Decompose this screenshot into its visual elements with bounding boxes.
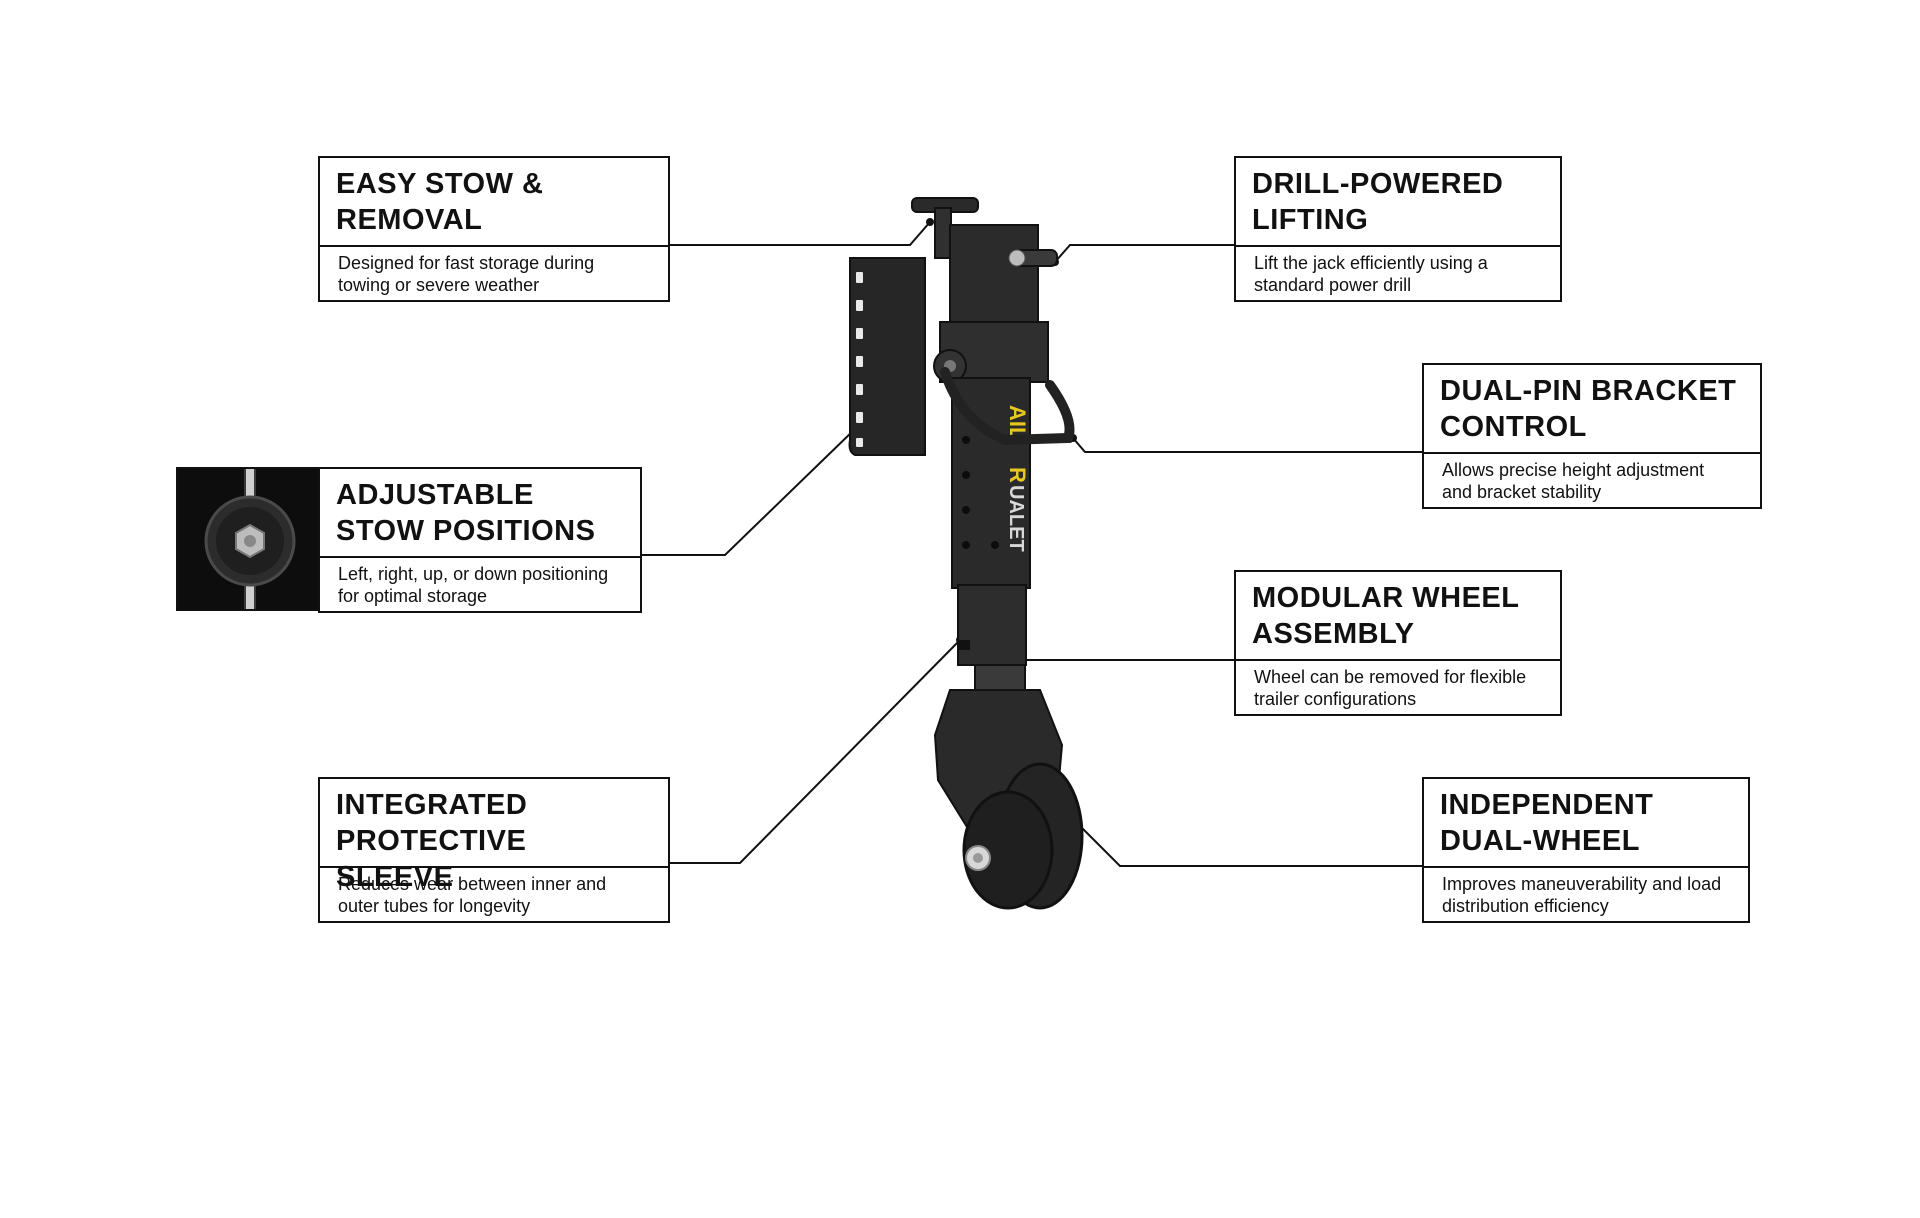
inner-tube bbox=[957, 584, 1027, 666]
callout-title: INTEGRATED PROTECTIVE SLEEVE bbox=[336, 789, 528, 893]
callout-dual-pin: DUAL-PIN BRACKET CONTROL Allows precise … bbox=[1422, 363, 1762, 509]
callout-description: Improves maneuverability and load distri… bbox=[1442, 874, 1722, 916]
leader-protective-sleeve bbox=[668, 639, 961, 864]
brand-mark-c: UALET bbox=[1005, 485, 1027, 552]
callout-dual-wheel: INDEPENDENT DUAL-WHEEL Improves maneuver… bbox=[1422, 777, 1750, 923]
mounting-bracket bbox=[848, 257, 926, 456]
callout-title: MODULAR WHEEL ASSEMBLY bbox=[1252, 582, 1520, 650]
brand-mark-b: R bbox=[1005, 467, 1030, 483]
callout-description: Wheel can be removed for flexible traile… bbox=[1254, 667, 1527, 709]
leader-dual-wheel bbox=[1071, 817, 1422, 867]
callout-easy-stow: EASY STOW & REMOVAL Designed for fast st… bbox=[318, 156, 670, 302]
callout-description: Designed for fast storage during towing … bbox=[338, 253, 595, 295]
wheel-front bbox=[962, 790, 1054, 910]
callout-adjustable-stow: ADJUSTABLE STOW POSITIONS Left, right, u… bbox=[318, 467, 642, 613]
dual-pin-handle bbox=[940, 367, 1075, 446]
callout-title: DUAL-PIN BRACKET CONTROL bbox=[1440, 375, 1737, 443]
leader-easy-stow bbox=[668, 221, 931, 246]
callout-drill-powered: DRILL-POWERED LIFTING Lift the jack effi… bbox=[1234, 156, 1562, 302]
callout-description: Allows precise height adjustment and bra… bbox=[1442, 460, 1705, 502]
outer-tube bbox=[949, 224, 1039, 331]
callout-protective-sleeve: INTEGRATED PROTECTIVE SLEEVE Reduces wea… bbox=[318, 777, 670, 923]
wheel-release bbox=[974, 664, 1026, 694]
callout-description: Reduces wear between inner and outer tub… bbox=[338, 874, 607, 916]
callout-title: INDEPENDENT DUAL-WHEEL bbox=[1440, 789, 1654, 857]
callout-title: ADJUSTABLE STOW POSITIONS bbox=[336, 479, 596, 547]
stow-pin-detail-thumbnail bbox=[176, 467, 320, 611]
callout-description: Lift the jack efficiently using a standa… bbox=[1254, 253, 1488, 295]
callout-title: DRILL-POWERED LIFTING bbox=[1252, 168, 1504, 236]
leader-drill-powered bbox=[1054, 244, 1234, 263]
callout-title: EASY STOW & REMOVAL bbox=[336, 168, 544, 236]
callout-modular-wheel: MODULAR WHEEL ASSEMBLY Wheel can be remo… bbox=[1234, 570, 1562, 716]
callout-description: Left, right, up, or down positioning for… bbox=[338, 564, 609, 606]
leader-dual-pin bbox=[1072, 437, 1422, 453]
